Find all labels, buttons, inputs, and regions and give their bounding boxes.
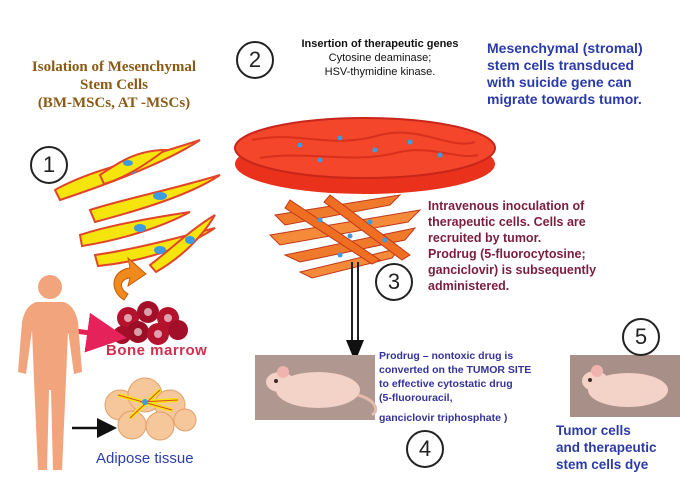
bone-marrow-icon: [113, 301, 188, 345]
bone-marrow-label: Bone marrow: [106, 342, 208, 359]
step-3-badge: 3: [375, 263, 413, 301]
tumor-line: and therapeutic: [556, 440, 657, 455]
isolation-line: Isolation of Mesenchymal: [31, 59, 197, 75]
msc-line: migrate towards tumor.: [487, 91, 642, 107]
adipose-tissue-icon: [104, 377, 197, 441]
msc-line: stem cells transduced: [487, 57, 635, 73]
iv-line: recruited by tumor.: [428, 231, 542, 245]
mouse-icon: [255, 355, 378, 420]
mouse-icon: [570, 355, 680, 417]
msc-description: Mesenchymal (stromal) stem cells transdu…: [487, 40, 677, 108]
therapeutic-cells-icon: [268, 194, 422, 279]
petri-dish-icon: [234, 117, 496, 194]
syringe-arrow-icon: [346, 262, 364, 362]
prodrug-line: (5-fluorouracil,: [379, 392, 453, 404]
step-1-badge: 1: [30, 146, 68, 184]
step-2-badge: 2: [236, 41, 274, 79]
msc-line: with suicide gene can: [487, 74, 632, 90]
prodrug-line: Prodrug – nontoxic drug is: [379, 350, 514, 362]
insertion-text: Insertion of therapeutic genes Cytosine …: [280, 37, 480, 79]
iv-line: therapeutic cells. Cells are: [428, 215, 586, 229]
prodrug-description: Prodrug – nontoxic drug is converted on …: [379, 349, 559, 425]
prodrug-line: ganciclovir triphosphate ): [379, 412, 508, 424]
isolation-line: (BM-MSCs, AT -MSCs): [37, 95, 191, 111]
step-5-badge: 5: [622, 318, 660, 356]
adipose-tissue-label: Adipose tissue: [96, 450, 194, 467]
prodrug-line: to effective cytostatic drug: [379, 378, 513, 390]
iv-line: ganciclovir) is subsequently: [428, 263, 597, 277]
stem-cell-icon: [53, 139, 221, 274]
step-4-badge: 4: [406, 430, 444, 468]
prodrug-line: converted on the TUMOR SITE: [379, 364, 532, 376]
iv-description: Intravenous inoculation of therapeutic c…: [428, 198, 668, 294]
curved-arrow-icon: [113, 256, 147, 301]
msc-line: Mesenchymal (stromal): [487, 40, 643, 56]
tumor-line: stem cells dye: [556, 457, 649, 472]
isolation-line: Stem Cells: [80, 77, 148, 93]
insertion-gene: Cytosine deaminase;: [328, 52, 432, 64]
iv-line: Prodrug (5-fluorocytosine;: [428, 247, 586, 261]
insertion-title: Insertion of therapeutic genes: [301, 38, 459, 50]
insertion-gene: HSV-thymidine kinase.: [324, 66, 436, 78]
isolation-title: Isolation of Mesenchymal Stem Cells (BM-…: [14, 58, 214, 112]
iv-line: Intravenous inoculation of: [428, 199, 585, 213]
human-body-icon: [18, 275, 82, 470]
iv-line: administered.: [428, 279, 510, 293]
tumor-line: Tumor cells: [556, 423, 631, 438]
tumor-description: Tumor cells and therapeutic stem cells d…: [556, 422, 680, 473]
